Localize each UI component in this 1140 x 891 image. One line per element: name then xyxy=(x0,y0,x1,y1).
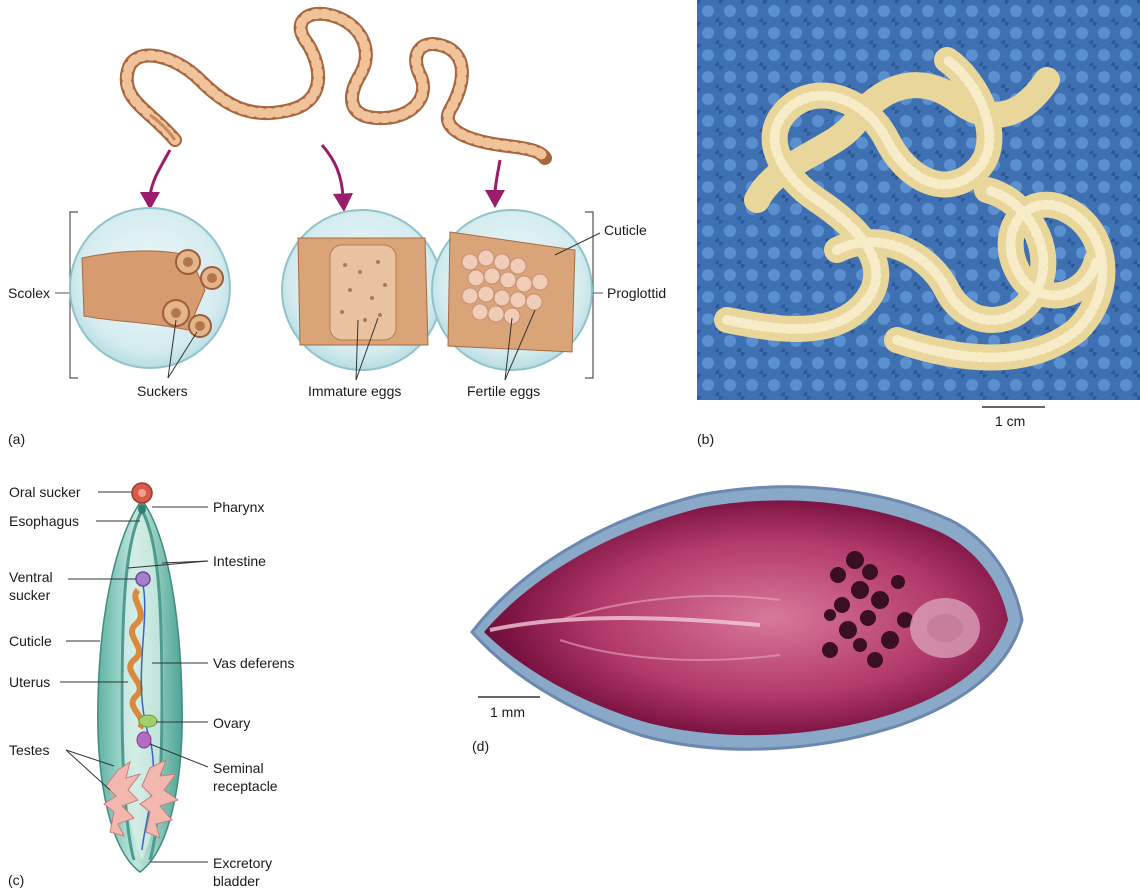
ovary-label: Ovary xyxy=(213,715,250,731)
seminal-receptacle xyxy=(137,732,151,748)
excretory-bladder-label-1: Excretory xyxy=(213,855,272,871)
proglottid-label: Proglottid xyxy=(607,285,666,301)
uterus-label: Uterus xyxy=(9,674,50,690)
scale-label-b: 1 cm xyxy=(995,413,1025,429)
seminal-receptacle-label-2: receptacle xyxy=(213,778,278,794)
vas-deferens-label: Vas deferens xyxy=(213,655,294,671)
pharynx xyxy=(138,504,146,514)
scale-label-d: 1 mm xyxy=(490,704,525,720)
fertile-circle xyxy=(432,210,600,380)
immature-eggs-label: Immature eggs xyxy=(308,383,401,399)
panel-c-letter: (c) xyxy=(8,872,24,888)
pharynx-label: Pharynx xyxy=(213,499,264,515)
ventral-sucker xyxy=(136,572,150,586)
panel-b-letter: (b) xyxy=(697,431,714,447)
intestine-label: Intestine xyxy=(213,553,266,569)
cuticle-label-a: Cuticle xyxy=(604,222,647,238)
fertile-eggs-label: Fertile eggs xyxy=(467,383,540,399)
ventral-sucker-label-2: sucker xyxy=(9,587,50,603)
esophagus-label: Esophagus xyxy=(9,513,79,529)
cuticle-label-c: Cuticle xyxy=(9,633,52,649)
excretory-bladder-label-2: bladder xyxy=(213,873,260,889)
ovary xyxy=(139,715,157,727)
ventral-sucker-label-1: Ventral xyxy=(9,569,53,585)
oral-sucker-label: Oral sucker xyxy=(9,484,81,500)
testes-label: Testes xyxy=(9,742,49,758)
tapeworm-photo xyxy=(697,0,1140,400)
seminal-receptacle-label-1: Seminal xyxy=(213,760,264,776)
panel-d-letter: (d) xyxy=(472,738,489,754)
